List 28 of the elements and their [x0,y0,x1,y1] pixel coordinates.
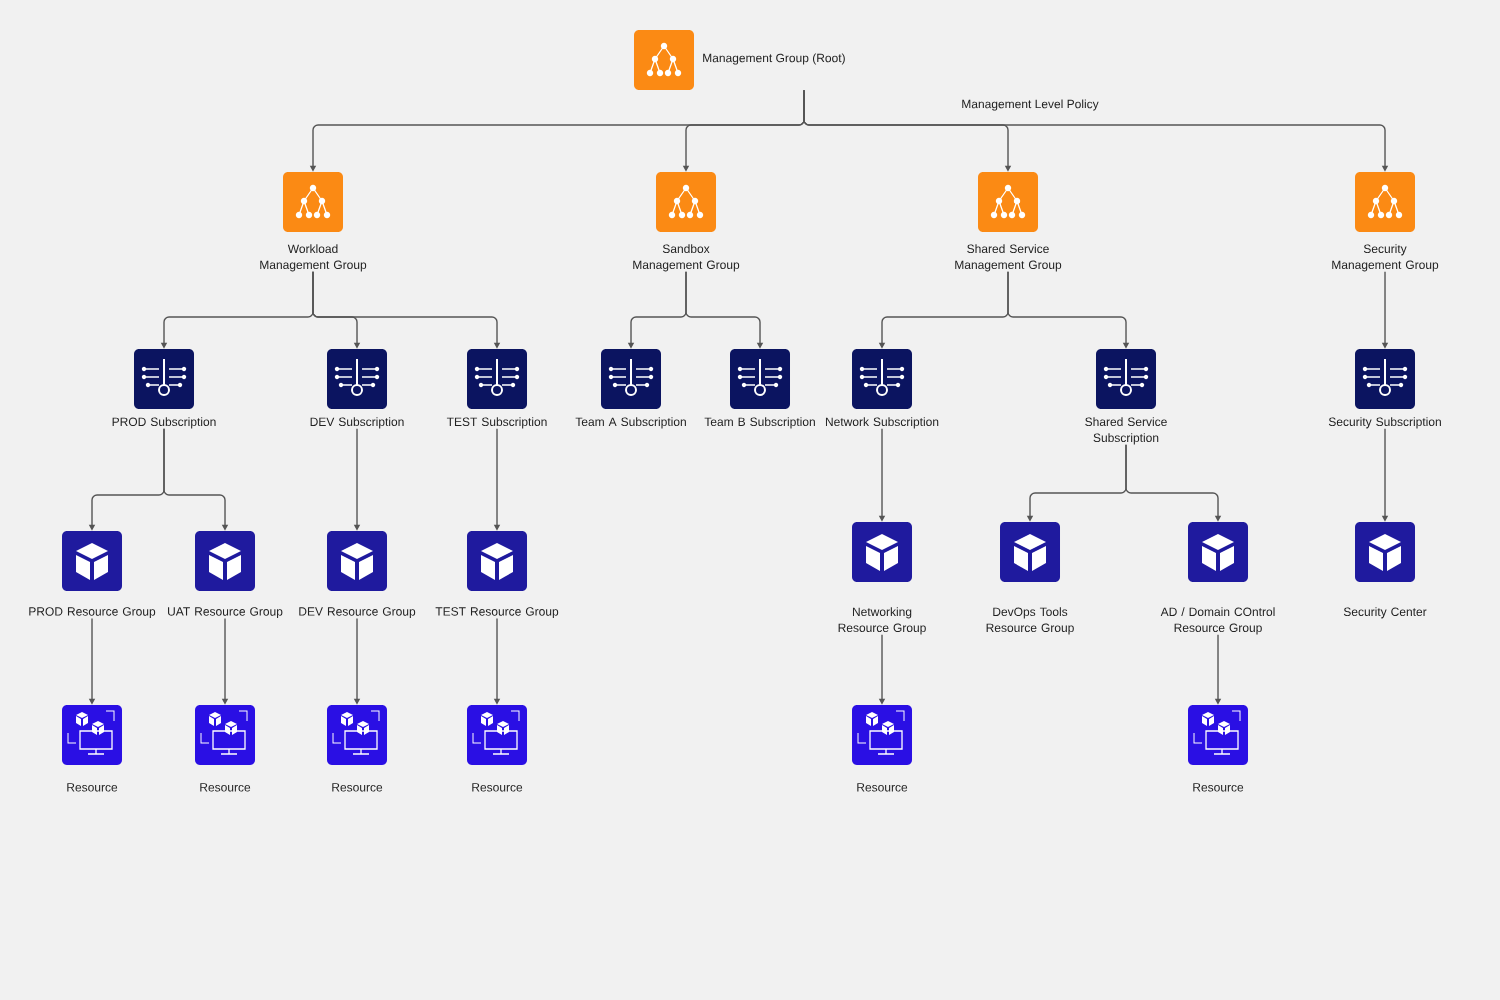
node-label: Shared Service Management Group [955,244,1062,272]
node-label: DevOps Tools Resource Group [986,607,1074,635]
node-label: Workload Management Group [260,244,367,272]
node-label: Team A Subscription [575,417,686,429]
node-label: Management Group (Root) [703,53,845,65]
node-label: TEST Subscription [446,417,547,429]
node-label: Resource [857,783,908,792]
node-label: Resource [472,783,523,792]
node-label: Resource [200,783,251,792]
node-label: Team B Subscription [704,417,815,429]
node-label: PROD Resource Group [29,607,156,619]
node-label: Networking Resource Group [838,607,926,635]
node-label: Network Subscription [825,417,939,429]
node-label: Security Management Group [1332,244,1439,272]
node-label: Resource [67,783,118,792]
node-label: Shared Service Subscription [1085,417,1167,445]
node-label: Sandbox Management Group [633,244,740,272]
node-label: DEV Subscription [310,417,404,429]
node-label: Resource [1193,783,1244,792]
policy-label: Management Level Policy [962,99,1099,111]
node-label: DEV Resource Group [299,607,416,619]
node-label: TEST Resource Group [435,607,559,619]
node-label: UAT Resource Group [168,607,283,619]
node-label: Resource [332,783,383,792]
node-label: Security Center [1343,607,1427,619]
node-label: AD / Domain COntrol Resource Group [1160,607,1275,635]
node-label: Security Subscription [1328,417,1441,429]
node-label: PROD Subscription [112,417,216,429]
